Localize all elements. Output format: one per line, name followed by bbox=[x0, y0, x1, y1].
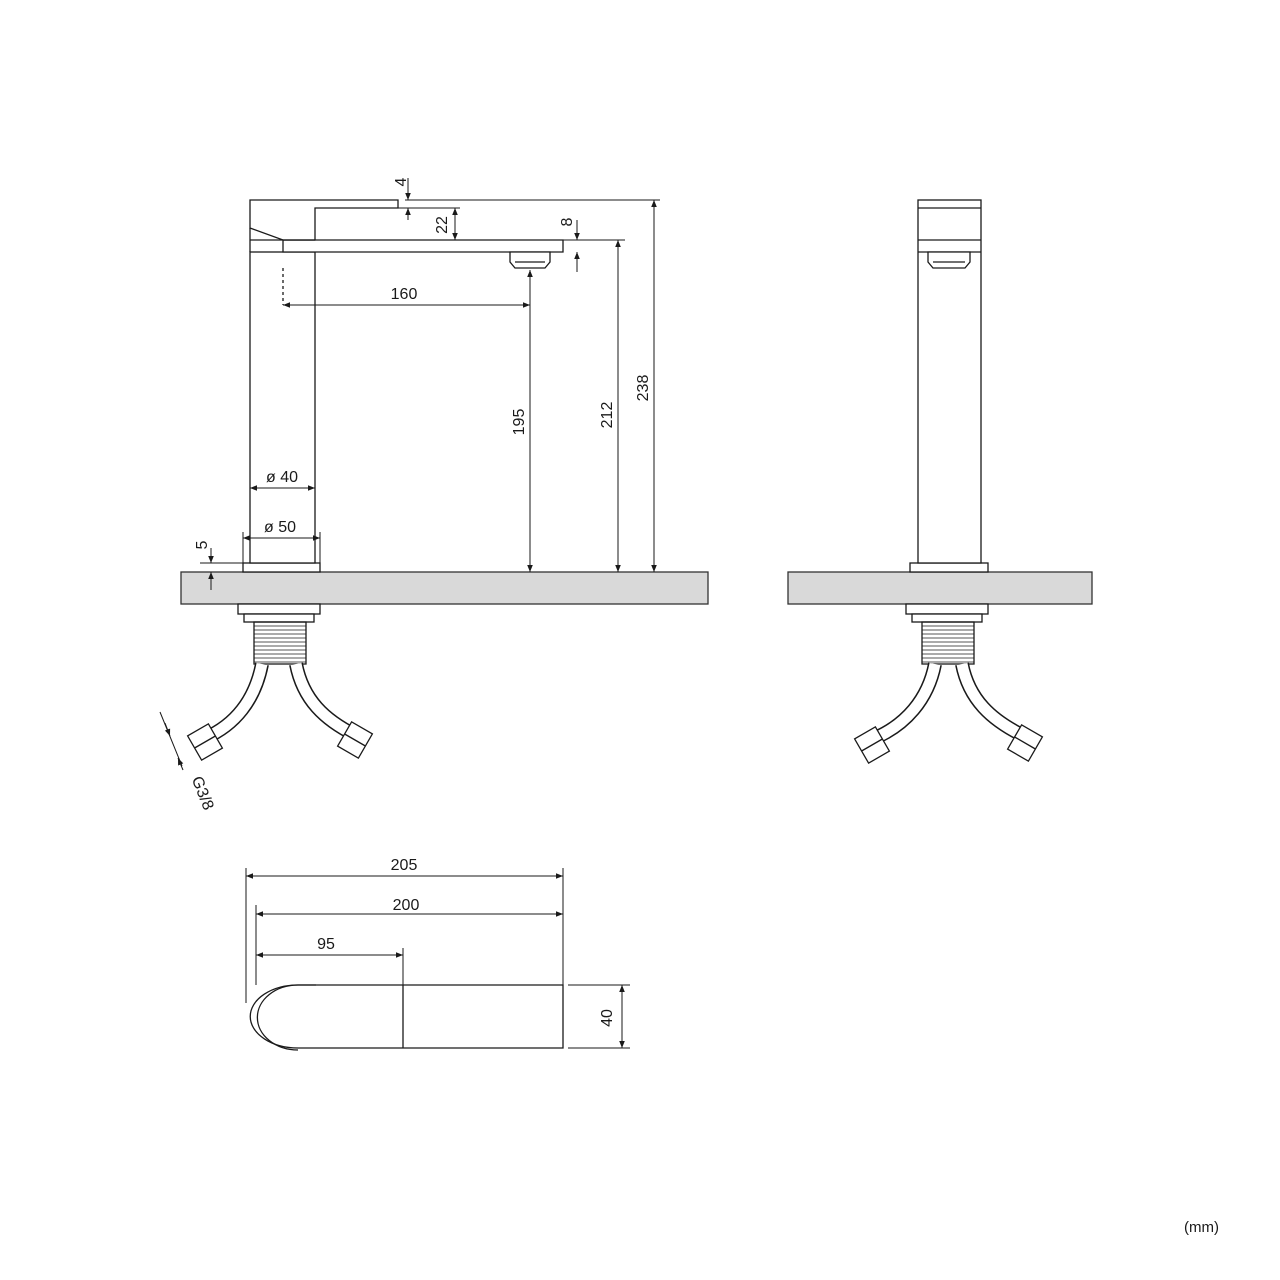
top-dimensions bbox=[245, 868, 630, 1049]
dim-spout-length: 200 bbox=[393, 897, 420, 914]
dim-spout-thickness: 8 bbox=[559, 217, 576, 226]
countertop-front bbox=[787, 571, 1093, 605]
dim-body-diameter: ø 40 bbox=[266, 469, 298, 486]
side-view bbox=[180, 199, 709, 605]
units-note: (mm) bbox=[1184, 1219, 1219, 1236]
dim-handle-length: 95 bbox=[317, 936, 335, 953]
side-dimensions bbox=[159, 178, 660, 771]
hoses-side bbox=[186, 603, 374, 762]
dim-base-height: 5 bbox=[194, 540, 211, 549]
dim-spout-height: 195 bbox=[511, 409, 528, 436]
aerator bbox=[509, 251, 551, 269]
handle-top bbox=[249, 984, 564, 1049]
dim-handle-height: 22 bbox=[434, 216, 451, 234]
top-view bbox=[249, 984, 564, 1051]
dim-hose-thread: G3/8 bbox=[188, 774, 217, 813]
spout bbox=[282, 239, 564, 253]
dim-spout-top-height: 212 bbox=[599, 402, 616, 429]
dim-handle-thickness: 4 bbox=[393, 177, 410, 186]
dim-width: 40 bbox=[599, 1009, 616, 1027]
countertop-side bbox=[180, 571, 709, 605]
threaded-shank bbox=[253, 621, 307, 665]
dim-spout-reach: 160 bbox=[391, 286, 418, 303]
faucet-base bbox=[242, 562, 321, 573]
top-dimension-labels: 205 200 95 40 bbox=[317, 857, 616, 1027]
front-view bbox=[787, 199, 1093, 765]
dim-base-diameter: ø 50 bbox=[264, 519, 296, 536]
dim-total-length: 205 bbox=[391, 857, 418, 874]
dim-total-height: 238 bbox=[635, 375, 652, 402]
lever-handle bbox=[249, 199, 399, 241]
